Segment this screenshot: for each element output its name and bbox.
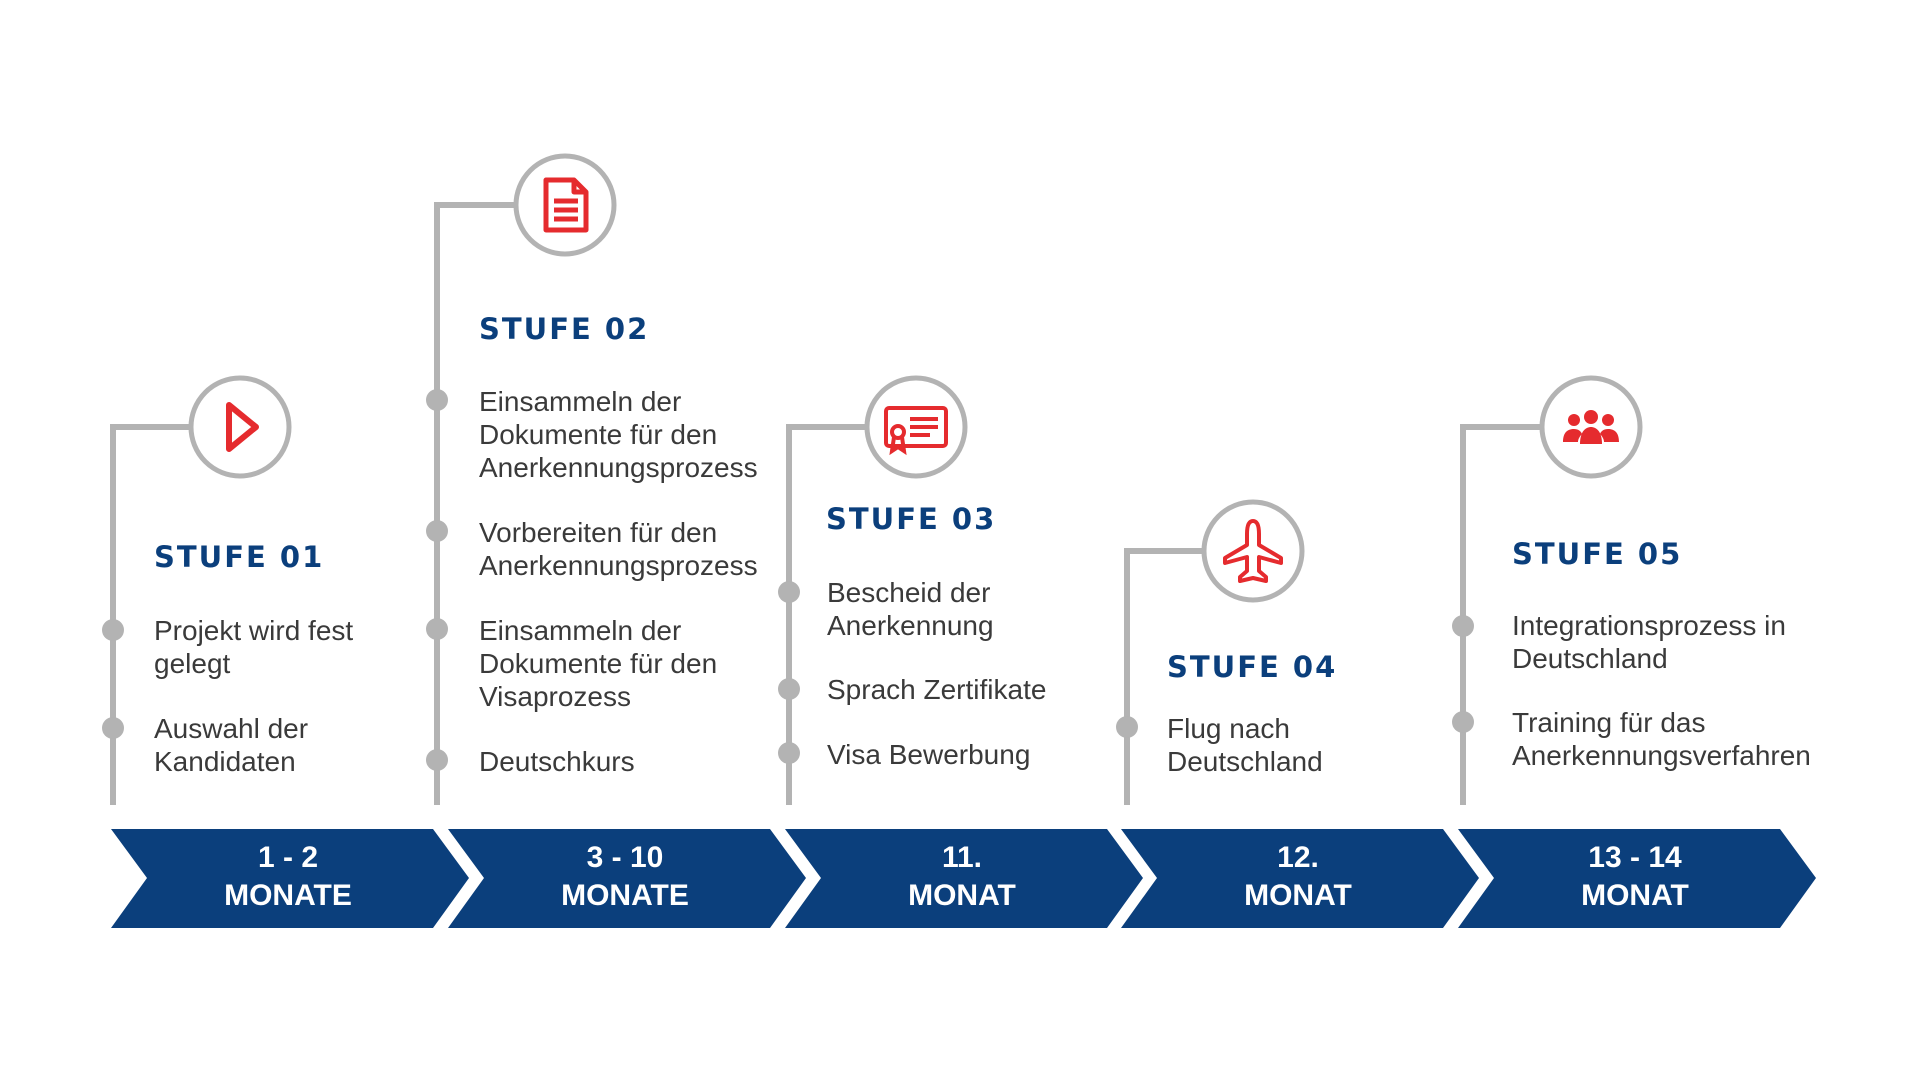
bullet-dot	[778, 742, 800, 764]
stage-5-item-2: Training für das Anerkennungsverfahren	[1512, 707, 1811, 771]
document-icon	[543, 177, 589, 233]
period-1-line1: 1 - 2	[257, 841, 319, 874]
bullet-dot	[778, 581, 800, 603]
period-label-1: 1 - 2 MONATE	[138, 839, 438, 915]
stage-2-dots	[426, 389, 448, 771]
stage-1-item-1: Projekt wird fest gelegt	[154, 615, 354, 679]
stage-5-title: STUFE 05	[1512, 537, 1683, 571]
period-label-2: 3 - 10 MONATE	[475, 839, 775, 915]
play-icon	[226, 402, 259, 452]
airplane-icon	[1223, 519, 1283, 583]
timeline-arrows	[111, 829, 1816, 928]
bullet-dot	[1452, 615, 1474, 637]
bullet-dot	[102, 619, 124, 641]
period-5-line2: MONAT	[1581, 879, 1689, 912]
stage-4-item-1: Flug nach Deutschland	[1167, 713, 1323, 777]
stage-3-dots	[778, 581, 800, 764]
period-3-line2: MONAT	[908, 879, 1016, 912]
period-4-line1: 12.	[1277, 841, 1319, 874]
period-arrow-5	[1458, 829, 1816, 928]
bullet-dot	[426, 520, 448, 542]
stage-3-item-3: Visa Bewerbung	[827, 739, 1031, 770]
period-5-line1: 13 - 14	[1588, 841, 1682, 874]
bullet-dot	[1452, 711, 1474, 733]
period-arrow-4	[1121, 829, 1479, 928]
period-label-3: 11. MONAT	[812, 839, 1112, 915]
stage-3-icon-circle	[864, 375, 968, 479]
people-icon	[1563, 410, 1619, 444]
bullet-dot	[102, 717, 124, 739]
period-3-line1: 11.	[941, 841, 983, 874]
period-2-line2: MONATE	[561, 879, 689, 912]
period-2-line1: 3 - 10	[586, 841, 664, 874]
stage-4-dots	[1116, 716, 1138, 738]
bullet-dot	[426, 618, 448, 640]
stage-2-connector	[434, 202, 515, 805]
bullet-dot	[778, 678, 800, 700]
period-arrow-3	[785, 829, 1143, 928]
stage-4-title: STUFE 04	[1167, 650, 1338, 684]
stage-3-title: STUFE 03	[826, 502, 997, 536]
bullet-dot	[1116, 716, 1138, 738]
stage-2-item-2: Vorbereiten für den Anerkennungsprozess	[479, 517, 758, 581]
period-1-line2: MONATE	[224, 879, 352, 912]
period-arrow-1	[111, 829, 469, 928]
stage-3-item-1: Bescheid der Anerkennung	[827, 577, 994, 641]
bullet-dot	[426, 749, 448, 771]
stage-2-item-3: Einsammeln der Dokumente für den Visapro…	[479, 615, 718, 712]
stage-5-connector	[1460, 424, 1541, 805]
stage-1-connector	[110, 424, 190, 805]
stage-5-icon-circle	[1539, 375, 1643, 479]
stage-5-dots	[1452, 615, 1474, 733]
period-arrow-2	[448, 829, 806, 928]
stage-3-item-2: Sprach Zertifikate	[827, 674, 1047, 705]
stage-5-item-1: Integrationsprozess in Deutschland	[1512, 610, 1786, 674]
stage-1-item-2: Auswahl der Kandidaten	[154, 713, 309, 777]
stage-2-item-4: Deutschkurs	[479, 746, 635, 777]
stage-2-icon-circle	[513, 153, 617, 257]
period-4-line2: MONAT	[1244, 879, 1352, 912]
stage-1-icon-circle	[188, 375, 292, 479]
period-label-4: 12. MONAT	[1148, 839, 1448, 915]
stage-2-item-1: Einsammeln der Dokumente für den Anerken…	[479, 386, 758, 483]
bullet-dot	[426, 389, 448, 411]
stage-1-title: STUFE 01	[154, 540, 325, 574]
stage-4-icon-circle	[1201, 499, 1305, 603]
period-label-5: 13 - 14 MONAT	[1485, 839, 1785, 915]
stage-1-dots	[102, 619, 124, 739]
stage-2-title: STUFE 02	[479, 312, 650, 346]
certificate-icon	[884, 406, 948, 456]
